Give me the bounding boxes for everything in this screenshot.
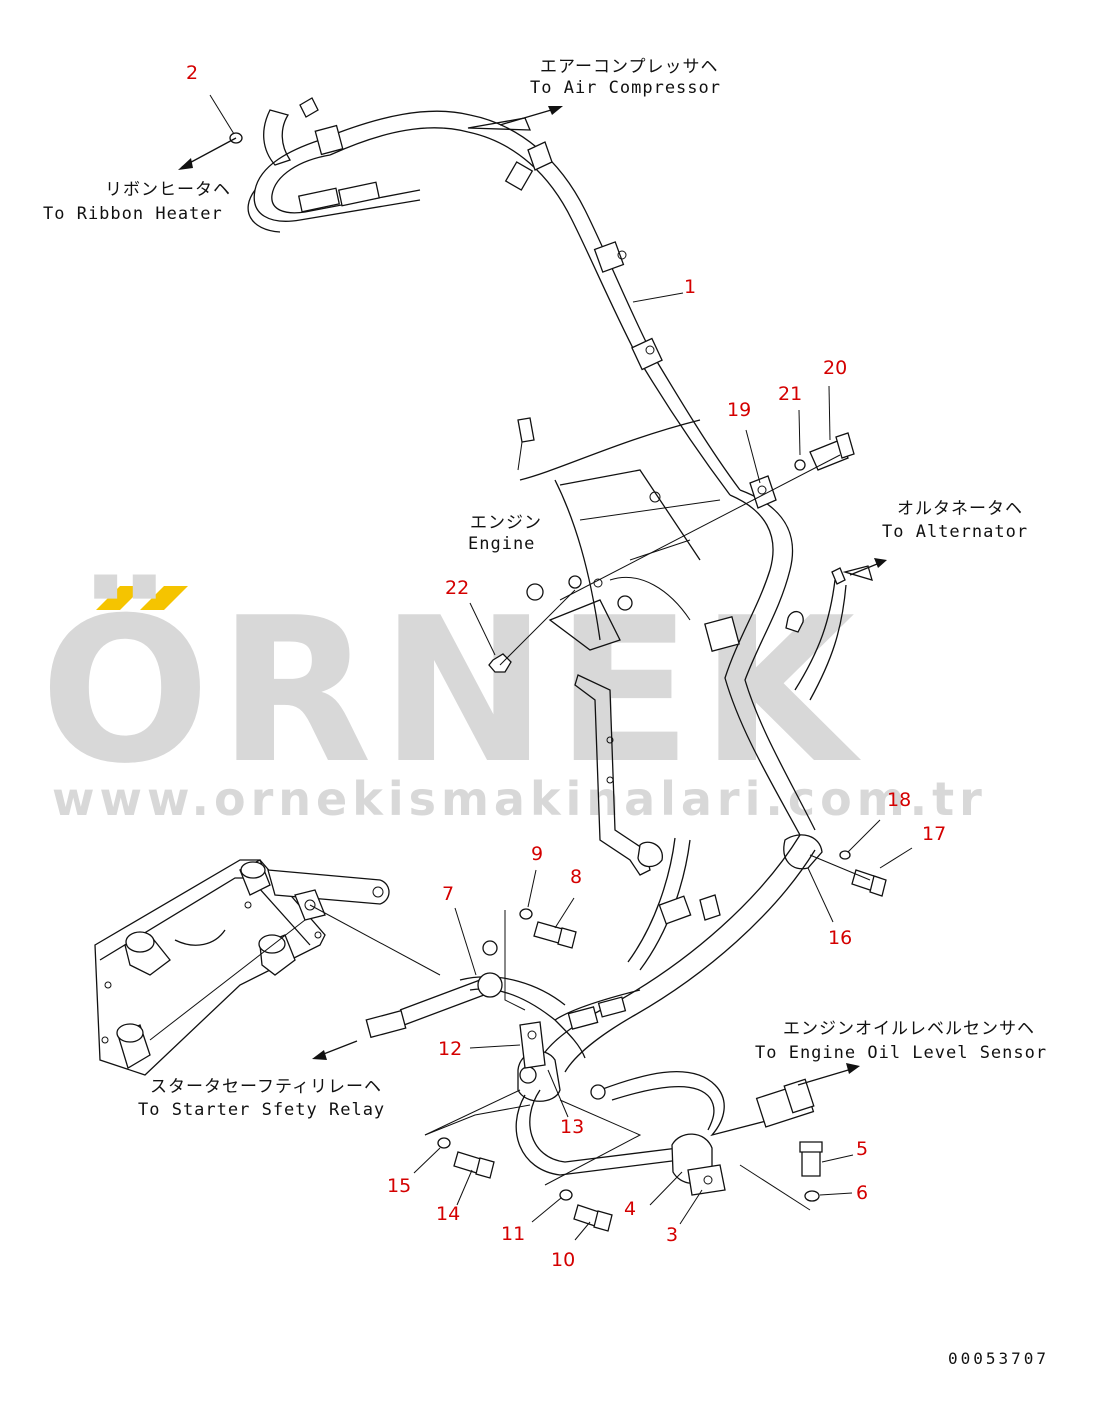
engine-body xyxy=(517,417,721,651)
destination-labels: エアーコンプレッサヘ To Air Compressor リボンヒータヘ To … xyxy=(43,57,1047,1120)
callout-5: 5 xyxy=(856,1138,868,1160)
callout-18: 18 xyxy=(887,789,911,811)
nut-22 xyxy=(488,653,512,673)
washer-6 xyxy=(804,1190,820,1202)
oil-sensor-harness xyxy=(515,1071,815,1196)
callout-11: 11 xyxy=(501,1223,525,1245)
callout-14: 14 xyxy=(436,1203,460,1225)
watermark-accent-right xyxy=(140,586,188,610)
callout-9: 9 xyxy=(531,843,543,865)
callout-7: 7 xyxy=(442,883,454,905)
engine-label-ja: エンジン xyxy=(470,513,542,533)
drawing-number: 00053707 xyxy=(948,1349,1049,1368)
callout-numbers: 1 2 3 4 5 6 7 8 9 10 11 12 13 14 15 16 1… xyxy=(186,62,946,1271)
washer-21 xyxy=(794,459,806,471)
callout-8: 8 xyxy=(570,866,582,888)
washer-15 xyxy=(437,1137,451,1149)
destination-arrows xyxy=(178,106,887,1086)
lower-harness xyxy=(365,834,816,1102)
alternator-label-ja: オルタネータヘ xyxy=(897,499,1023,519)
callout-3: 3 xyxy=(666,1224,678,1246)
engine-label-en: Engine xyxy=(468,534,535,554)
ribbon-heater-label-en: To Ribbon Heater xyxy=(43,204,223,224)
starter-relay-label-en: To Starter Sfety Relay xyxy=(138,1100,385,1120)
oil-sensor-label-ja: エンジンオイルレベルセンサヘ xyxy=(783,1019,1035,1039)
oil-sensor-label-en: To Engine Oil Level Sensor xyxy=(755,1043,1047,1063)
callout-22: 22 xyxy=(445,577,469,599)
callout-13: 13 xyxy=(560,1116,584,1138)
bolt-5 xyxy=(801,1149,821,1177)
callout-4: 4 xyxy=(624,1198,636,1220)
leader-lines xyxy=(209,94,913,1241)
alternator-label-en: To Alternator xyxy=(882,522,1028,542)
callout-17: 17 xyxy=(922,823,946,845)
callout-20: 20 xyxy=(823,357,847,379)
starter-relay-label-ja: スタータセーフティリレーヘ xyxy=(150,1077,382,1097)
air-compressor-label-ja: エアーコンプレッサヘ xyxy=(540,57,718,77)
ribbon-heater-label-ja: リボンヒータヘ xyxy=(105,180,231,200)
fasteners xyxy=(229,132,887,1232)
washer-11 xyxy=(559,1189,573,1201)
callout-16: 16 xyxy=(828,927,852,949)
callout-15: 15 xyxy=(387,1175,411,1197)
callout-1: 1 xyxy=(684,276,696,298)
callout-12: 12 xyxy=(438,1038,462,1060)
watermark: ÖRNEK www.ornekismakinalari.com.tr xyxy=(40,574,987,826)
watermark-url: www.ornekismakinalari.com.tr xyxy=(52,772,987,826)
assembly-lines xyxy=(424,454,871,1211)
callout-19: 19 xyxy=(727,399,751,421)
callout-21: 21 xyxy=(778,383,802,405)
watermark-accent-left xyxy=(96,586,144,610)
washer-9 xyxy=(519,908,533,920)
mounting-plate xyxy=(94,859,441,1076)
washer-18 xyxy=(839,850,851,860)
support-bracket xyxy=(574,674,663,876)
callout-2: 2 xyxy=(186,62,198,84)
callout-6: 6 xyxy=(856,1182,868,1204)
air-compressor-label-en: To Air Compressor xyxy=(530,78,721,98)
watermark-brand: ÖRNEK xyxy=(40,574,863,808)
callout-10: 10 xyxy=(551,1249,575,1271)
